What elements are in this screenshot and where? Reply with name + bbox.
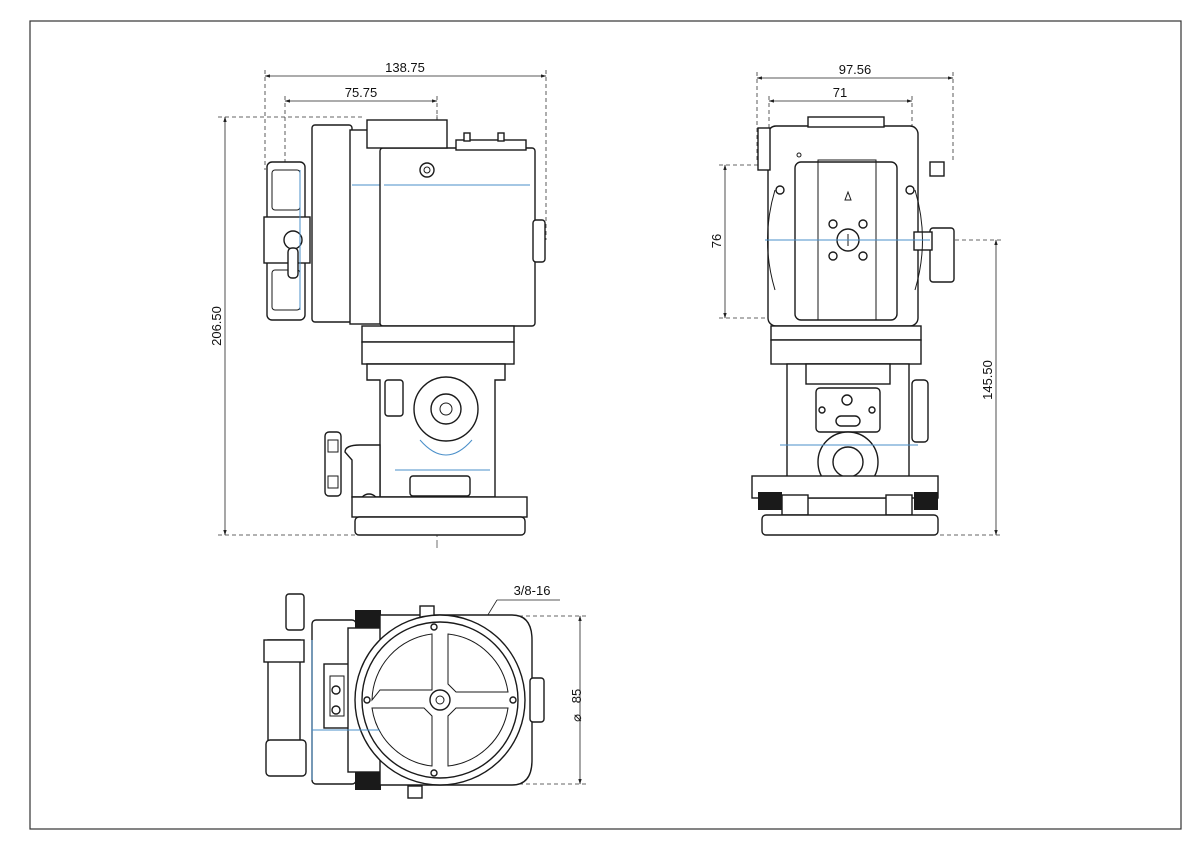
dim-front-overall-width: 97.56 bbox=[839, 62, 872, 77]
drawing-frame bbox=[29, 20, 1182, 830]
front-view: 97.56 71 76 145.50 bbox=[709, 62, 1003, 536]
dim-side-height: 206.50 bbox=[209, 306, 224, 346]
dim-side-partial-width: 75.75 bbox=[345, 85, 378, 100]
top-view: 3/8-16 ⌀ 85 bbox=[263, 583, 588, 799]
dim-top-diameter: 85 bbox=[569, 689, 584, 703]
dim-side-overall-width: 138.75 bbox=[385, 60, 425, 75]
dim-front-plate-height: 76 bbox=[709, 234, 724, 248]
side-view: 138.75 75.75 206.50 bbox=[209, 60, 547, 548]
thread-callout: 3/8-16 bbox=[514, 583, 551, 598]
diameter-symbol: ⌀ bbox=[569, 714, 584, 722]
dim-front-plate-width: 71 bbox=[833, 85, 847, 100]
dim-front-lower-height: 145.50 bbox=[980, 360, 995, 400]
